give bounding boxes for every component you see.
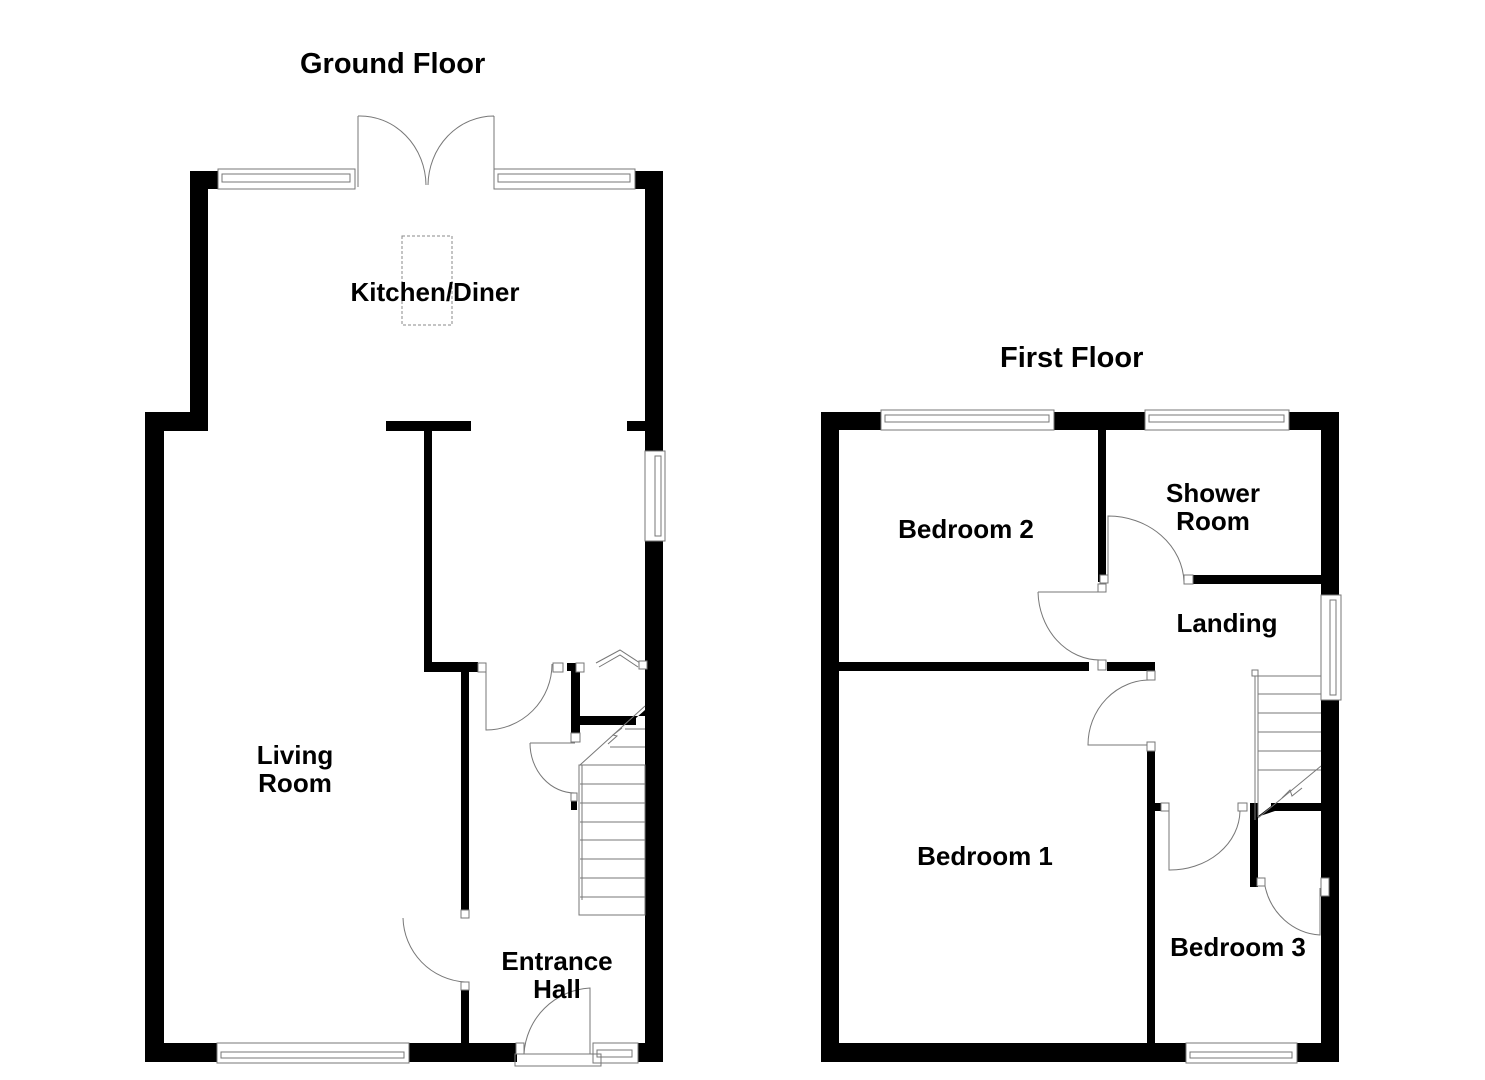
first-floor-windows: [880, 409, 1342, 1064]
room-label-landing: Landing: [1176, 608, 1278, 638]
kitchen-island-outline: [401, 235, 453, 326]
room-label-line: Hall: [533, 974, 581, 1004]
room-label-line: Shower: [1166, 478, 1260, 508]
ground-floor-stairs: [578, 705, 646, 916]
room-label-line: Room: [258, 768, 332, 798]
room-label-living-room: Living Room: [257, 741, 334, 797]
ground-floor-doors: [357, 115, 648, 1067]
room-label-bedroom-1: Bedroom 1: [917, 841, 1053, 871]
room-label-kitchen-diner: Kitchen/Diner: [350, 277, 520, 307]
first-floor-walls: [821, 412, 1339, 1062]
room-label-line: Entrance: [501, 946, 613, 976]
room-label-bedroom-3: Bedroom 3: [1170, 932, 1306, 962]
ground-floor-walls: [145, 171, 663, 1062]
room-label-line: Room: [1176, 506, 1250, 536]
ground-floor-title: Ground Floor: [300, 48, 486, 80]
first-floor-stairs: [1251, 669, 1322, 820]
ground-floor-windows: [216, 168, 666, 1064]
room-label-line: Living: [256, 740, 334, 770]
room-label-bedroom-2: Bedroom 2: [898, 514, 1034, 544]
room-label-entrance-hall: Entrance Hall: [501, 947, 612, 1003]
first-floor-title: First Floor: [1000, 342, 1144, 374]
first-floor-doors: [1037, 515, 1330, 936]
room-label-shower-room: Shower Room: [1166, 479, 1260, 535]
